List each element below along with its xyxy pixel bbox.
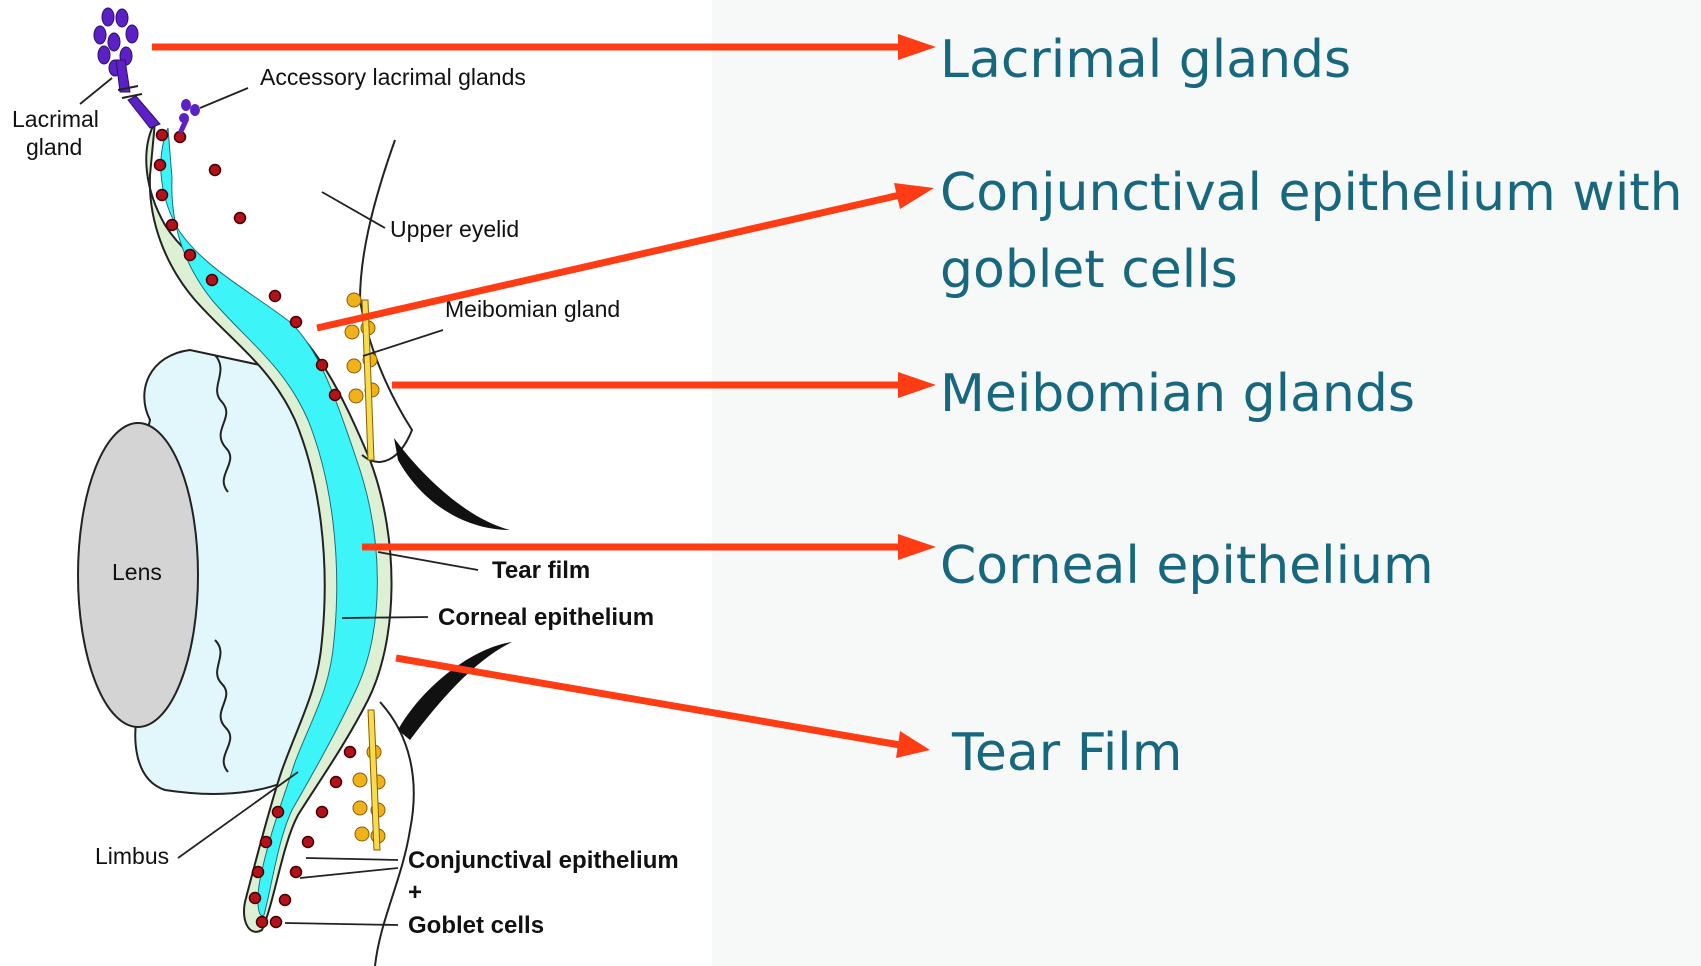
lacrimal-gland-label-line2: gland xyxy=(26,134,82,160)
plus-label: + xyxy=(408,879,422,906)
limbus-label: Limbus xyxy=(95,843,169,869)
lacrimal-gland-shape xyxy=(94,8,160,128)
arrowhead-conjunctival-epithelium xyxy=(894,183,934,209)
lower-eyelash xyxy=(398,642,512,740)
callout-lacrimal-glands: Lacrimal glands xyxy=(940,22,1351,98)
conjunctival-epithelium-label: Conjunctival epithelium xyxy=(408,847,679,874)
callout-tear-film: Tear Film xyxy=(952,715,1182,791)
accessory-lacrimal-glands-label: Accessory lacrimal glands xyxy=(260,64,526,90)
callout-meibomian-glands: Meibomian glands xyxy=(940,356,1415,432)
upper-eyelid-label: Upper eyelid xyxy=(390,216,519,242)
tear-film-label: Tear film xyxy=(492,557,590,584)
corneal-epithelium-label: Corneal epithelium xyxy=(438,604,654,631)
lacrimal-gland-label-line1: Lacrimal xyxy=(12,106,99,132)
accessory-lacrimal-glands-shape xyxy=(178,99,200,133)
arrowhead-meibomian-glands xyxy=(898,372,936,398)
callout-conjunctival-line1: Conjunctival epithelium with xyxy=(940,155,1683,231)
callout-corneal-epithelium: Corneal epithelium xyxy=(940,528,1434,604)
arrowhead-lacrimal-glands xyxy=(898,34,936,60)
goblet-cells-label: Goblet cells xyxy=(408,912,544,939)
callout-arrowheads xyxy=(894,34,936,758)
arrowhead-corneal-epithelium xyxy=(898,534,936,560)
meibomian-gland-label: Meibomian gland xyxy=(445,296,620,322)
arrow-tear-film xyxy=(396,658,900,745)
lens-label: Lens xyxy=(112,559,162,585)
callout-conjunctival-line2: goblet cells xyxy=(940,232,1238,308)
meibomian-gland-lower xyxy=(353,710,385,850)
arrowhead-tear-film xyxy=(896,731,930,758)
upper-eyelash xyxy=(394,438,510,530)
